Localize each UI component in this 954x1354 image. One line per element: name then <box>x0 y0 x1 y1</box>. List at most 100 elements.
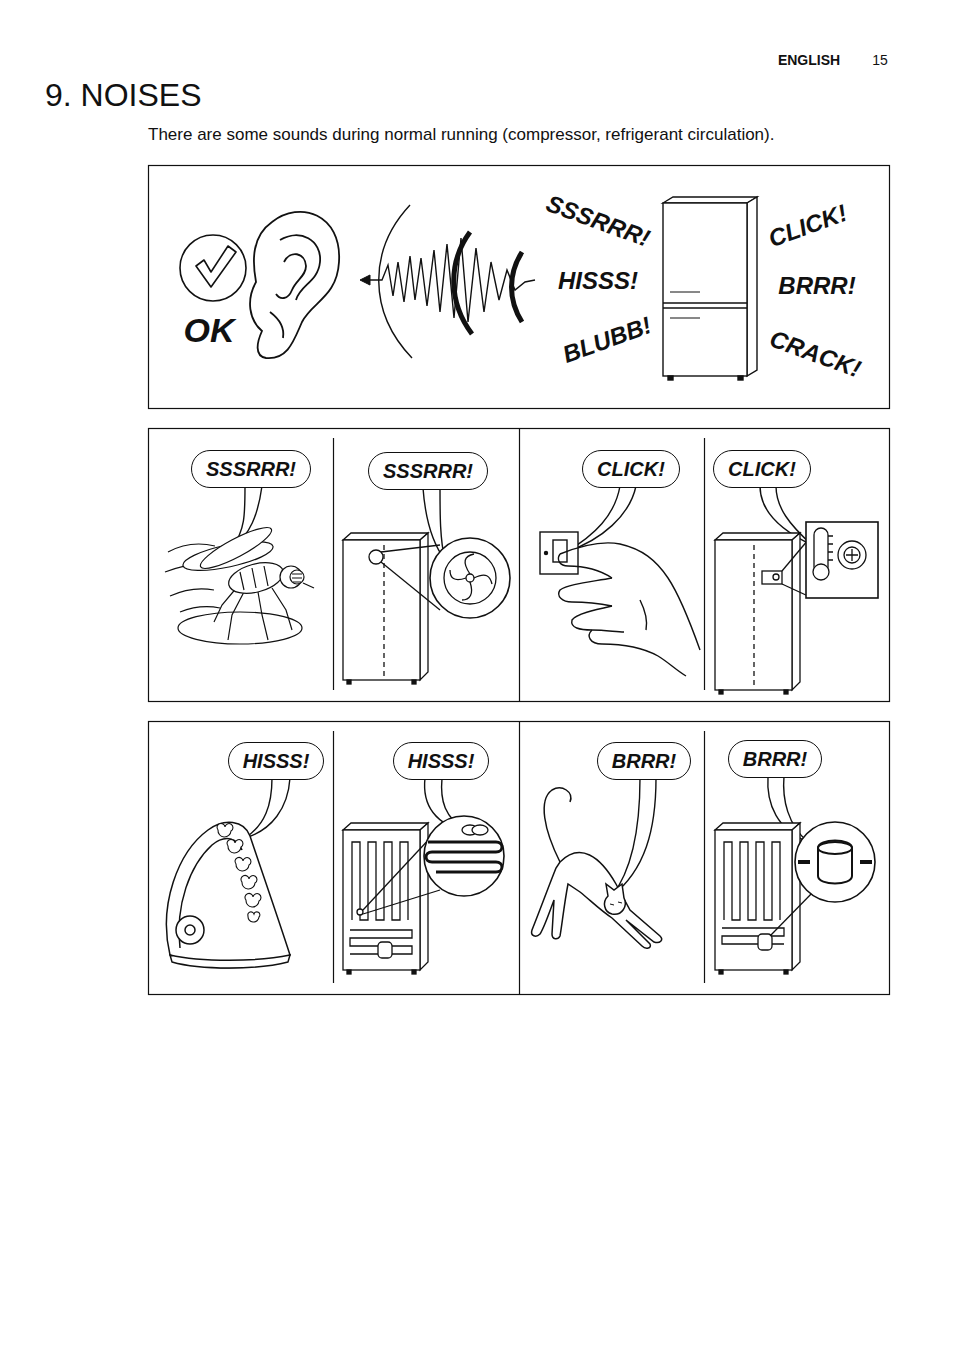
fridge-thermostat-drawing <box>784 690 788 694</box>
hand-switch-drawing <box>540 532 700 676</box>
cat-drawing <box>605 884 626 914</box>
fridge-drawing <box>663 307 747 308</box>
intro-text: There are some sounds during normal runn… <box>148 125 774 145</box>
sound-word: BRRR! <box>743 747 807 771</box>
cat-drawing <box>532 788 662 948</box>
panel-frame <box>704 731 705 983</box>
panel-frame <box>149 166 890 995</box>
fridge-thermostat-drawing <box>715 522 878 694</box>
fridge-coil-drawing <box>426 842 502 872</box>
fridge-fan-drawing <box>430 538 510 618</box>
fridge-thermostat-drawing <box>762 571 782 584</box>
fridge-compressor-drawing <box>784 970 788 974</box>
sound-word: CLICK! <box>765 199 851 253</box>
ear-drawing <box>280 235 320 300</box>
sound-word: SSSRRR! <box>383 459 473 483</box>
fridge-coil-drawing <box>472 825 488 835</box>
section-title: 9. NOISES <box>45 76 202 114</box>
fridge-fan-drawing <box>369 550 383 564</box>
hand-switch-drawing <box>540 532 578 574</box>
iron-drawing <box>241 875 257 889</box>
fridge-fan-drawing <box>381 545 440 552</box>
sound-word: BRRR! <box>612 749 676 773</box>
speech-bubble: CLICK! <box>713 450 811 488</box>
iron-drawing <box>185 925 195 935</box>
hand-switch-drawing <box>545 552 548 555</box>
fridge-compressor-drawing <box>719 970 723 974</box>
language-header: ENGLISH <box>778 52 840 68</box>
iron-drawing <box>176 916 204 944</box>
ear-drawing <box>250 212 339 358</box>
speech-bubble: HISSS! <box>228 742 325 780</box>
page-number: 15 <box>872 52 888 68</box>
fridge-fan-drawing <box>444 552 496 604</box>
fridge-coil-drawing <box>363 836 432 910</box>
speech-bubble: SSSRRR! <box>368 452 488 490</box>
fly-drawing <box>214 586 292 640</box>
cat-drawing <box>610 902 622 905</box>
fly-drawing <box>165 521 314 644</box>
fridge-coil-drawing <box>343 816 504 974</box>
speech-bubble: CLICK! <box>582 450 680 488</box>
fly-drawing <box>290 570 304 584</box>
check-symbol <box>180 235 246 301</box>
panel-frame <box>519 722 520 995</box>
speech-bubble: HISSS! <box>393 742 490 780</box>
fly-drawing <box>303 583 314 588</box>
fridge-thermostat-drawing <box>813 564 829 580</box>
fridge-thermostat-drawing <box>715 533 800 540</box>
fridge-thermostat-drawing <box>782 540 808 571</box>
fridge-compressor-drawing <box>818 842 852 854</box>
bubble-tail <box>612 778 656 896</box>
fridge-drawing <box>663 197 757 203</box>
fridge-fan-drawing <box>412 680 416 684</box>
fridge-fan-drawing <box>450 554 492 600</box>
fridge-compressor-drawing <box>795 822 875 902</box>
sound-word: CRACK! <box>766 325 864 383</box>
fridge-compressor-drawing <box>715 823 800 830</box>
fridge-drawing <box>668 376 673 380</box>
fridge-thermostat-drawing <box>838 541 866 569</box>
fridge-coil-drawing <box>357 909 363 915</box>
fridge-thermostat-drawing <box>715 540 792 690</box>
sound-word: SSSRRR! <box>543 190 654 253</box>
fridge-fan-drawing <box>466 574 474 582</box>
sound-word: HISSS! <box>408 749 475 773</box>
hand-switch-drawing <box>640 600 647 630</box>
panel-frame <box>149 429 890 702</box>
cat-drawing <box>544 788 571 862</box>
sound-word: CLICK! <box>597 457 665 481</box>
hand-switch-drawing <box>558 554 612 578</box>
fridge-coil-drawing <box>412 970 416 974</box>
sound-wave <box>368 238 535 322</box>
fridge-coil-drawing <box>347 970 351 974</box>
iron-drawing <box>170 955 290 968</box>
sound-word: HISSS! <box>243 749 310 773</box>
bubble-tail <box>245 778 290 838</box>
hand-switch-drawing <box>553 540 567 562</box>
fly-drawing <box>292 574 302 582</box>
fridge-thermostat-drawing <box>792 533 800 690</box>
fridge-drawing <box>663 203 747 376</box>
speech-bubble: SSSRRR! <box>191 450 311 488</box>
check-symbol <box>180 235 246 301</box>
ok-label: OK <box>184 311 235 350</box>
panel-frame <box>149 166 890 409</box>
iron-drawing <box>245 893 261 907</box>
fridge-compressor-drawing <box>770 890 815 936</box>
sound-word: CLICK! <box>728 457 796 481</box>
hand-switch-drawing <box>589 630 686 676</box>
fridge-drawing <box>747 197 757 376</box>
fridge-compressor-drawing <box>758 934 772 950</box>
iron-drawing <box>179 839 242 948</box>
panel-frame <box>333 731 334 983</box>
iron-drawing <box>166 822 290 967</box>
fridge-coil-drawing <box>378 942 392 958</box>
iron-drawing <box>166 822 290 968</box>
check-symbol <box>196 246 236 287</box>
sound-wave <box>360 205 535 358</box>
sound-word: HISSS! <box>558 267 638 295</box>
sound-wave <box>360 275 370 285</box>
cat-drawing <box>532 853 662 949</box>
iron-drawing <box>235 857 251 871</box>
